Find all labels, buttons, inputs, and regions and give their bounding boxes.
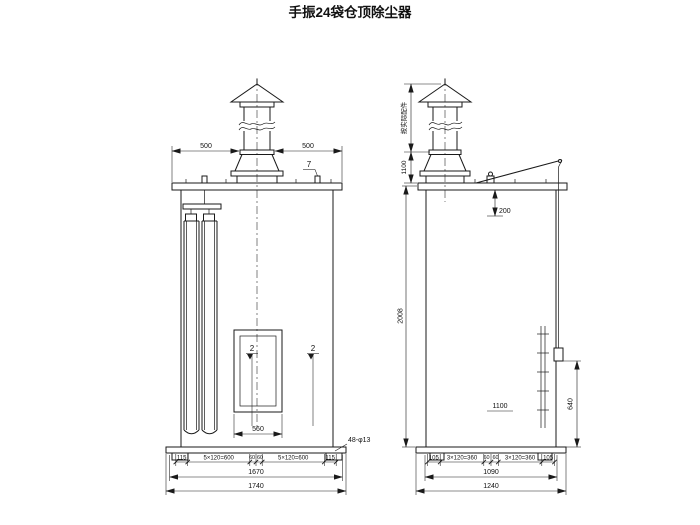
dim-top-500: 500 500 xyxy=(171,143,343,182)
filter-bags xyxy=(182,190,222,435)
item-callout-2-right: 2 xyxy=(307,344,319,426)
fittings-note: 按实际配件 xyxy=(399,101,408,134)
dim-640: 640 xyxy=(563,360,581,448)
dim-label: 115 xyxy=(177,456,187,462)
dim-2008: 2008 xyxy=(398,185,417,448)
side-view: 按实际配件 1100 200 2008 1100 640 xyxy=(398,78,581,495)
dim-label: 1670 xyxy=(248,469,264,476)
item-callout-7: 7 xyxy=(303,160,318,177)
dim-label: 3×120=360 xyxy=(447,456,478,462)
bolt-note-label: 48-φ13 xyxy=(348,437,371,444)
pull-handle xyxy=(553,347,564,362)
outlet-pipe xyxy=(238,107,276,150)
dim-label: 200 xyxy=(499,208,511,215)
dim-label: 60 xyxy=(492,455,498,461)
dim-1740: 1740 xyxy=(165,454,347,495)
callout-label: 2 xyxy=(311,344,316,353)
dim-label: 105 xyxy=(543,456,554,462)
dim-label: 1100 xyxy=(492,403,507,410)
dim-1240: 1240 xyxy=(415,454,567,495)
dim-label: 560 xyxy=(252,426,264,433)
dim-label: 500 xyxy=(200,143,212,150)
dim-label: 5×120=600 xyxy=(278,456,309,462)
base-flange xyxy=(415,446,567,461)
dim-label: 60 xyxy=(249,455,255,461)
dim-label: 2008 xyxy=(398,308,405,324)
inlet-flange xyxy=(230,149,284,183)
outlet-pipe xyxy=(428,107,463,150)
base-flange xyxy=(165,446,347,461)
dim-1670: 1670 xyxy=(169,455,343,481)
shaker-lever xyxy=(475,159,564,362)
dim-door-560: 560 xyxy=(233,414,283,438)
access-door xyxy=(233,329,283,413)
dim-label: 1740 xyxy=(248,483,264,490)
dim-1100-lower: 1100 xyxy=(487,403,513,412)
dim-label: 5×120=600 xyxy=(204,456,235,462)
dim-stack-height: 按实际配件 1100 xyxy=(399,83,441,184)
dim-label: 1240 xyxy=(483,483,499,490)
dim-chain-front: 115 5×120=600 60 60 5×120=600 115 xyxy=(173,454,339,466)
dim-label: 3×120=360 xyxy=(505,456,536,462)
dim-label: 60 xyxy=(483,455,489,461)
callout-label: 7 xyxy=(307,160,312,169)
bolt-hole-note: 48-φ13 xyxy=(334,437,371,452)
drawing-title: 手振24袋仓顶除尘器 xyxy=(288,4,412,20)
dim-1090: 1090 xyxy=(424,455,558,481)
callout-label: 2 xyxy=(250,344,255,353)
dim-label: 115 xyxy=(325,456,335,462)
ladder xyxy=(537,326,549,428)
dim-label: 105 xyxy=(429,456,440,462)
dim-label: 60 xyxy=(257,455,263,461)
dim-label: 1090 xyxy=(483,469,499,476)
item-callout-2-left: 2 xyxy=(246,344,258,426)
dim-chain-side: 105 3×120=360 60 60 3×120=360 105 xyxy=(424,454,558,466)
dim-label: 500 xyxy=(302,143,314,150)
shell-body xyxy=(425,189,557,448)
dim-label: 640 xyxy=(568,398,575,410)
dim-200: 200 xyxy=(487,189,511,217)
front-view: 2 2 48-φ13 500 xyxy=(165,78,371,495)
dim-label: 1100 xyxy=(401,160,408,174)
